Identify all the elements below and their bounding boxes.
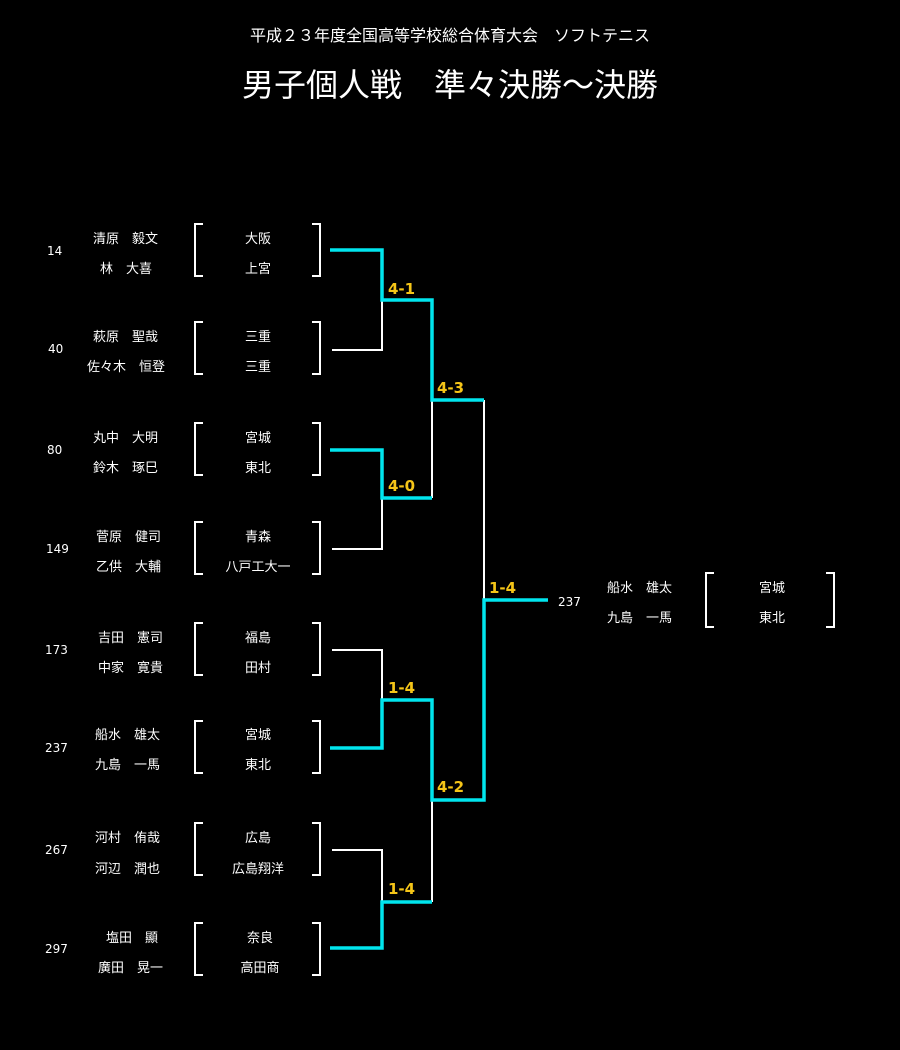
loser-line	[332, 300, 383, 351]
bracket-left	[705, 572, 714, 628]
champion-school-name: 宮城	[758, 581, 785, 596]
player-name: 吉田 憲司	[98, 631, 164, 646]
school-name: 高田商	[240, 961, 280, 976]
bracket-right	[312, 422, 321, 476]
bracket-right	[312, 720, 321, 774]
score-label: 4-2	[437, 778, 465, 796]
school-name: 広島翔洋	[231, 862, 284, 877]
loser-line	[332, 849, 383, 902]
bracket-left	[194, 720, 203, 774]
score-label: 1-4	[489, 579, 517, 597]
winner-line	[330, 248, 484, 402]
seed-number: 80	[47, 443, 63, 457]
player-name: 中家 寛貴	[98, 661, 164, 676]
bracket-left	[194, 422, 203, 476]
school-name: 福島	[244, 631, 271, 646]
winner-line	[330, 900, 432, 950]
player-name: 丸中 大明	[93, 431, 159, 446]
school-name: 広島	[244, 831, 271, 846]
player-name: 清原 毅文	[93, 232, 159, 247]
school-name: 東北	[244, 758, 271, 773]
bracket-right	[826, 572, 835, 628]
player-name: 河村 侑哉	[95, 831, 161, 846]
bracket-left	[194, 922, 203, 976]
bracket-left	[194, 521, 203, 575]
bracket-right	[312, 321, 321, 375]
seed-number: 297	[45, 942, 68, 956]
player-name: 萩原 聖哉	[93, 330, 159, 345]
player-name: 佐々木 恒登	[87, 360, 166, 375]
player-name: 河辺 潤也	[95, 862, 161, 877]
page-title: 男子個人戦 準々決勝〜決勝	[241, 66, 658, 104]
school-name: 上宮	[244, 262, 271, 277]
school-name: 奈良	[246, 931, 273, 946]
school-name: 東北	[244, 461, 271, 476]
school-name: 青森	[244, 530, 271, 545]
player-name: 船水 雄太	[95, 728, 161, 743]
school-name: 三重	[244, 360, 271, 375]
school-name: 八戸工大一	[225, 560, 291, 575]
champion-player-name: 九島 一馬	[607, 611, 673, 626]
winner-line	[330, 598, 548, 802]
school-name: 宮城	[244, 728, 271, 743]
player-name: 塩田 顯	[106, 931, 159, 946]
player-name: 菅原 健司	[96, 530, 162, 545]
bracket-right	[312, 223, 321, 277]
seed-number: 267	[45, 843, 68, 857]
champion-seed: 237	[558, 595, 581, 609]
champion-school-name: 東北	[758, 611, 785, 626]
bracket-left	[194, 223, 203, 277]
player-name: 乙供 大輔	[96, 560, 162, 575]
champion-player-name: 船水 雄太	[607, 581, 673, 596]
loser-line	[332, 498, 383, 550]
seed-number: 40	[48, 342, 64, 356]
player-name: 九島 一馬	[95, 758, 161, 773]
school-name: 三重	[244, 330, 271, 345]
bracket-left	[194, 622, 203, 676]
school-name: 宮城	[244, 431, 271, 446]
bracket-right	[312, 521, 321, 575]
bracket-left	[194, 822, 203, 876]
seed-number: 237	[45, 741, 68, 755]
loser-line	[332, 649, 383, 700]
winner-line	[330, 448, 432, 500]
score-label: 4-3	[437, 379, 465, 397]
bracket-right	[312, 822, 321, 876]
school-name: 田村	[244, 661, 271, 676]
score-label: 4-0	[388, 477, 416, 495]
bracket-left	[194, 321, 203, 375]
score-label: 4-1	[388, 280, 416, 298]
school-name: 大阪	[244, 232, 271, 247]
score-label: 1-4	[388, 679, 416, 697]
seed-number: 14	[47, 244, 63, 258]
seed-number: 173	[45, 643, 68, 657]
subtitle: 平成２３年度全国高等学校総合体育大会 ソフトテニス	[249, 26, 650, 45]
player-name: 林 大喜	[100, 262, 153, 277]
bracket-right	[312, 622, 321, 676]
score-label: 1-4	[388, 880, 416, 898]
seed-number: 149	[46, 542, 69, 556]
player-name: 鈴木 琢巳	[93, 461, 159, 476]
player-name: 廣田 晃一	[98, 961, 164, 976]
bracket-right	[312, 922, 321, 976]
